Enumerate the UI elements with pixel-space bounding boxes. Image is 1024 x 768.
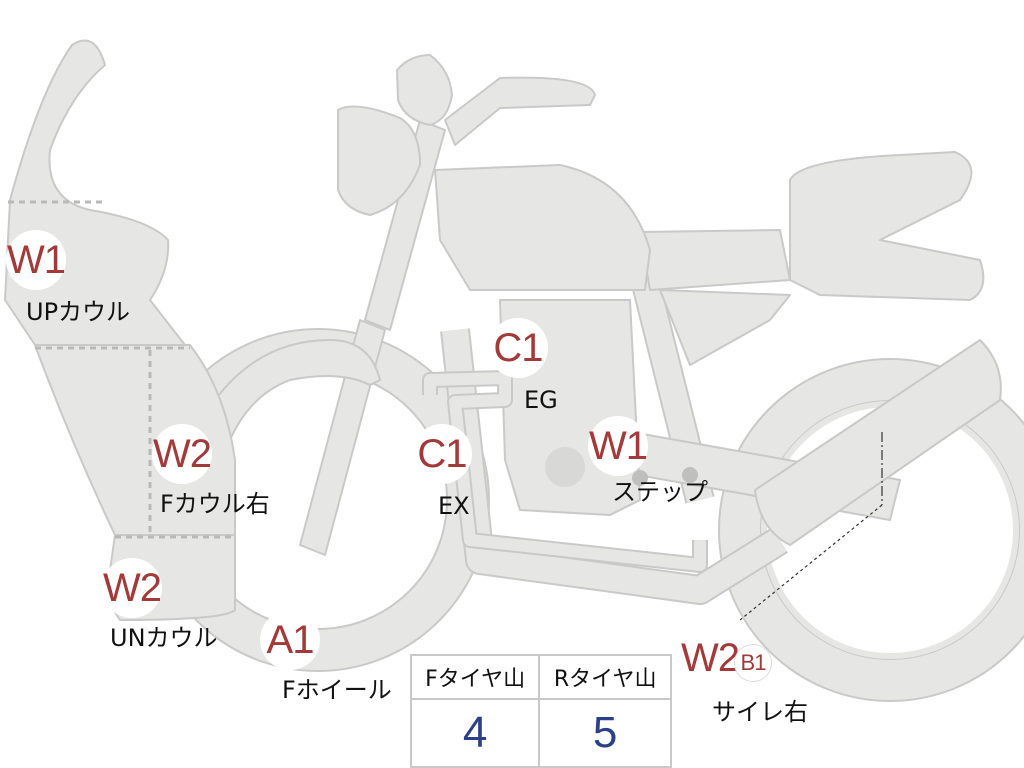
label-f-cowl-right: Fカウル右 — [160, 490, 270, 518]
tire-table-value-row: 4 5 — [409, 698, 672, 768]
badge-up-cowl: W1 — [6, 230, 66, 290]
headlight — [337, 105, 421, 216]
silencer-leader-d — [739, 504, 883, 621]
badge-step: W1 — [588, 416, 648, 476]
badge-f-cowl-right: W2 — [152, 424, 212, 484]
label-engine: EG — [524, 386, 558, 414]
seat — [789, 151, 985, 301]
badge-silencer-right: W2 — [680, 628, 740, 688]
label-silencer-right: サイレ右 — [712, 698, 808, 726]
rear-tire-value: 5 — [538, 698, 672, 768]
badge-f-wheel: A1 — [260, 610, 320, 670]
badge-exhaust: C1 — [412, 424, 472, 484]
mirror — [396, 54, 453, 126]
label-f-wheel: Fホイール — [282, 676, 392, 704]
step-right — [682, 467, 698, 483]
label-up-cowl: UPカウル — [26, 298, 131, 326]
silencer — [754, 339, 1002, 546]
seat-rail — [639, 229, 791, 291]
badge-silencer-right-b1: B1 — [734, 644, 772, 682]
fuel-tank — [434, 164, 651, 291]
tire-table-header-row: Fタイヤ山 Rタイヤ山 — [409, 654, 672, 700]
label-un-cowl: UNカウル — [110, 624, 218, 652]
rear-tire-header: Rタイヤ山 — [538, 654, 672, 700]
engine-cover — [545, 447, 585, 487]
front-fender — [214, 339, 381, 441]
badge-un-cowl: W2 — [102, 558, 162, 618]
front-tire-value: 4 — [409, 698, 541, 768]
step-left — [632, 470, 648, 486]
front-tire-header: Fタイヤ山 — [409, 654, 541, 700]
label-step: ステップ — [612, 478, 708, 506]
rear-frame — [659, 289, 791, 366]
badge-engine: C1 — [488, 318, 548, 378]
handlebar — [444, 76, 596, 146]
label-exhaust: EX — [438, 492, 470, 520]
tire-tread-table: Fタイヤ山 Rタイヤ山 4 5 — [409, 654, 672, 768]
